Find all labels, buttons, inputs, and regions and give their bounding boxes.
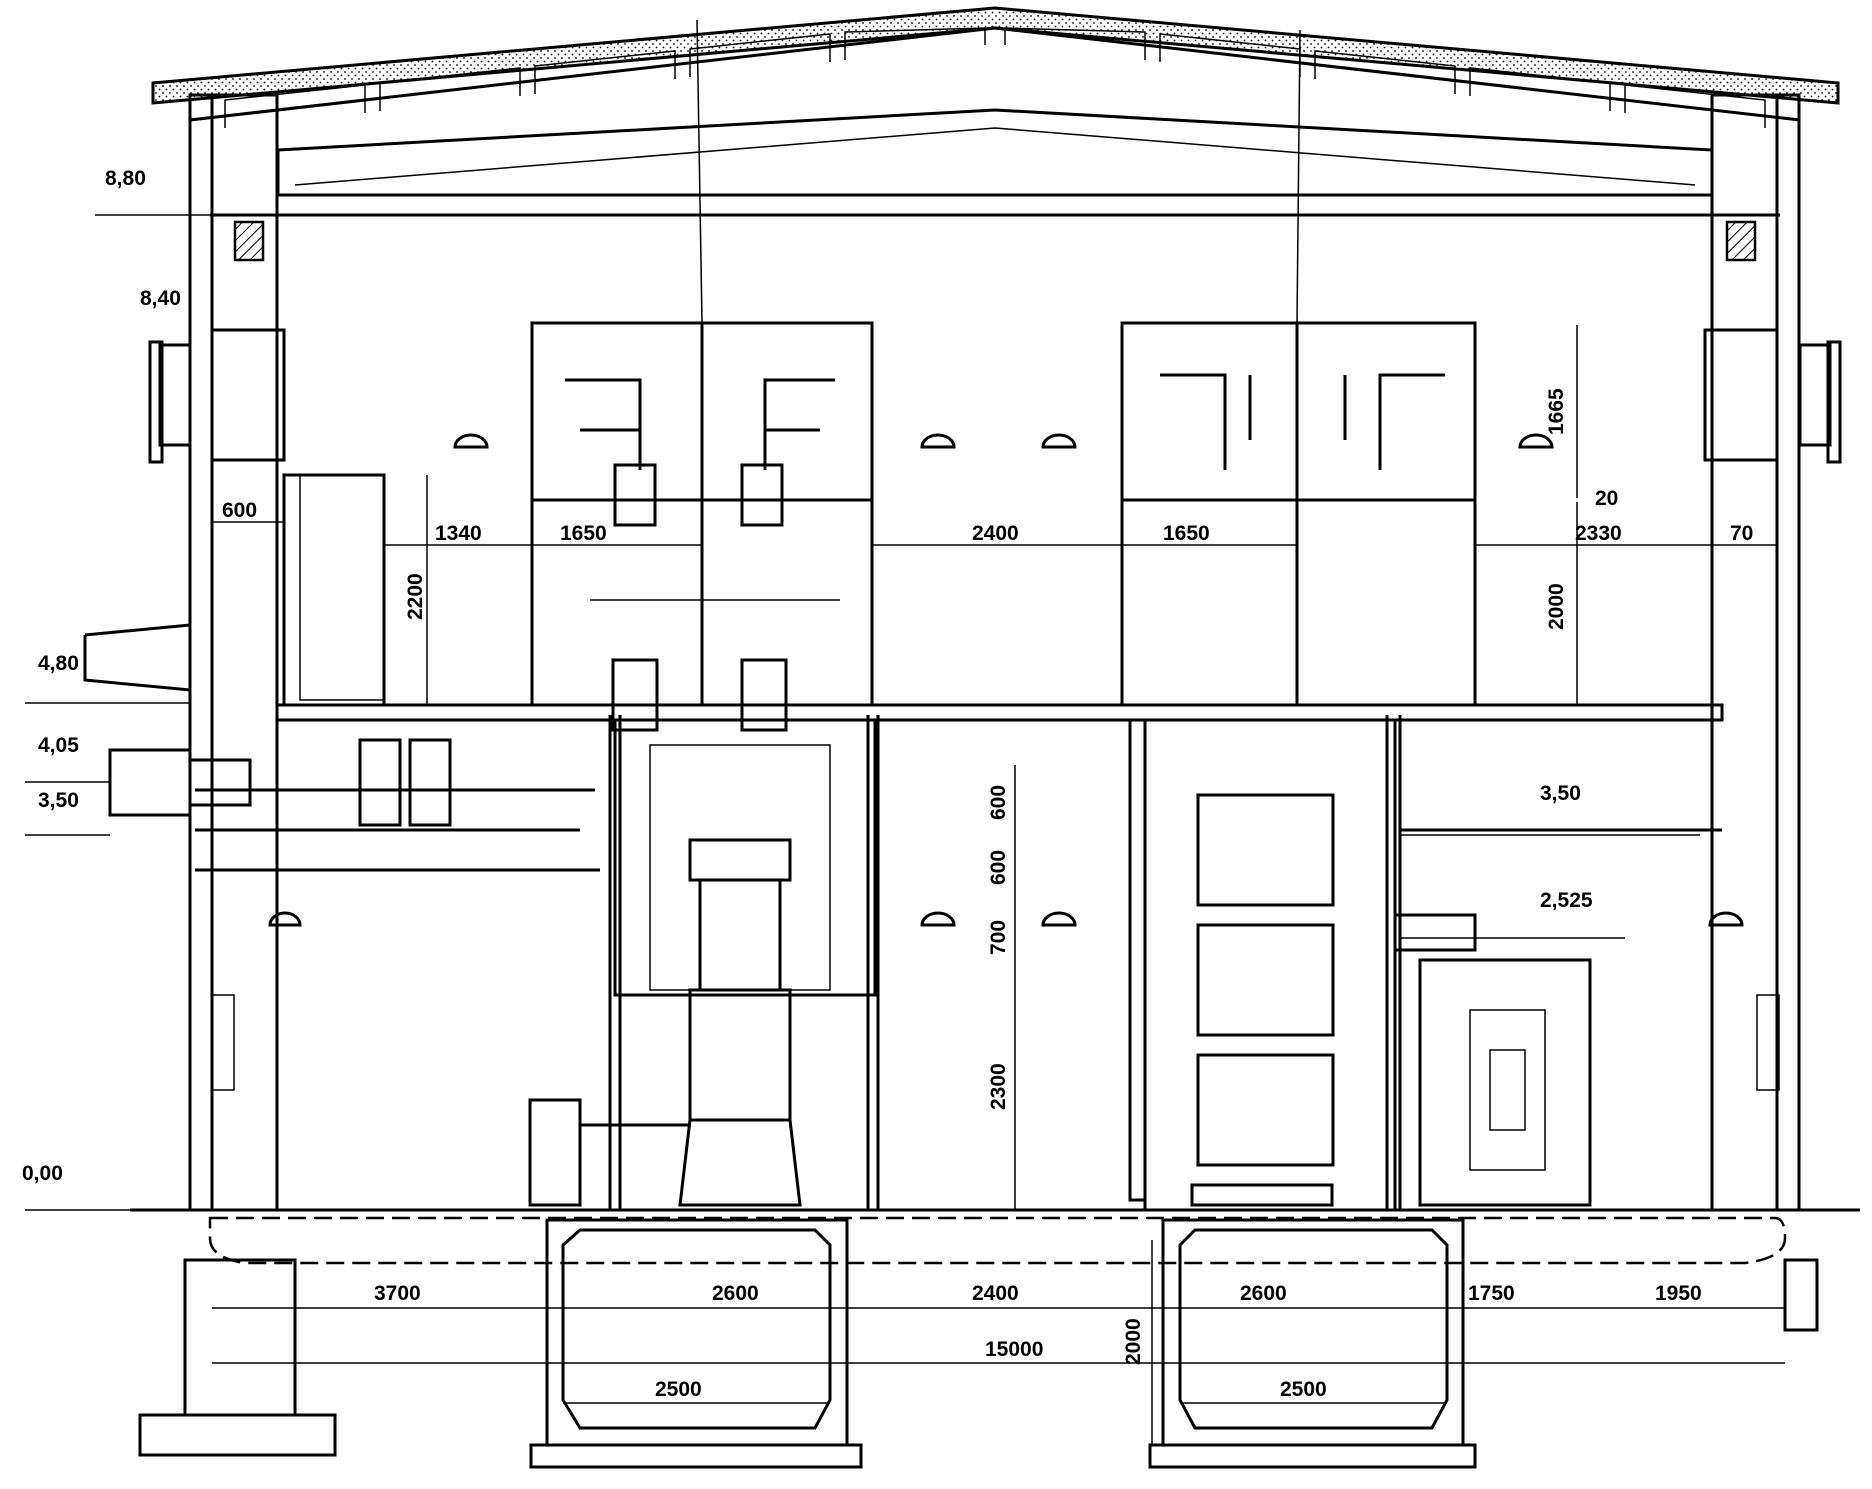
dim-label-1950: 1950 — [1655, 1282, 1702, 1305]
elevation-label-350-left: 3,50 — [38, 789, 79, 812]
upper-dimension-labels: 600 1340 1650 2400 1650 2330 70 2200 166… — [222, 388, 1753, 630]
elevation-label-840: 8,40 — [140, 287, 181, 310]
dim-label-600b: 600 — [987, 785, 1010, 820]
upper-floor — [275, 19, 1724, 732]
dim-label-2500a: 2500 — [655, 1378, 702, 1401]
dim-label-2600b: 2600 — [1240, 1282, 1287, 1305]
lower-dimension-labels: 3700 2600 2400 2600 1750 1950 15000 2000… — [374, 1282, 1702, 1401]
dim-label-15000: 15000 — [985, 1338, 1043, 1361]
dim-label-1650a: 1650 — [560, 522, 607, 545]
dim-label-2200: 2200 — [404, 573, 427, 620]
dim-label-3700: 3700 — [374, 1282, 421, 1305]
lower-level — [108, 715, 1744, 1212]
dim-label-2600a: 2600 — [712, 1282, 759, 1305]
dim-label-2500b: 2500 — [1280, 1378, 1327, 1401]
elevation-label-405: 4,05 — [38, 734, 79, 757]
dim-label-20: 20 — [1595, 487, 1618, 510]
dim-label-600c: 600 — [987, 850, 1010, 885]
dim-label-2000a: 2000 — [1545, 583, 1568, 630]
elevation-label-350-right: 3,50 — [1540, 782, 1581, 805]
dim-label-2400a: 2400 — [972, 522, 1019, 545]
dim-label-70: 70 — [1730, 522, 1753, 545]
foundation — [130, 1208, 1860, 1469]
elevation-label-2525: 2,525 — [1540, 889, 1593, 912]
elevation-label-480: 4,80 — [38, 652, 79, 675]
dim-label-600a: 600 — [222, 499, 257, 522]
middle-dimension-labels: 600 600 700 2300 — [987, 785, 1010, 1110]
roof — [151, 6, 1840, 217]
elevation-label-000: 0,00 — [22, 1162, 63, 1185]
dim-label-1750: 1750 — [1468, 1282, 1515, 1305]
dim-label-1650b: 1650 — [1163, 522, 1210, 545]
dim-label-1665: 1665 — [1545, 388, 1568, 435]
dim-label-2000b: 2000 — [1122, 1318, 1145, 1365]
dim-label-2400b: 2400 — [972, 1282, 1019, 1305]
dim-label-2300: 2300 — [987, 1063, 1010, 1110]
dim-label-2330: 2330 — [1575, 522, 1622, 545]
dimension-lines — [25, 214, 1785, 1445]
dim-label-1340: 1340 — [435, 522, 482, 545]
elevation-labels: 8,80 8,40 4,80 4,05 3,50 0,00 3,50 2,525 — [22, 167, 1593, 1185]
elevation-label-880: 8,80 — [105, 167, 146, 190]
dim-label-700: 700 — [987, 920, 1010, 955]
